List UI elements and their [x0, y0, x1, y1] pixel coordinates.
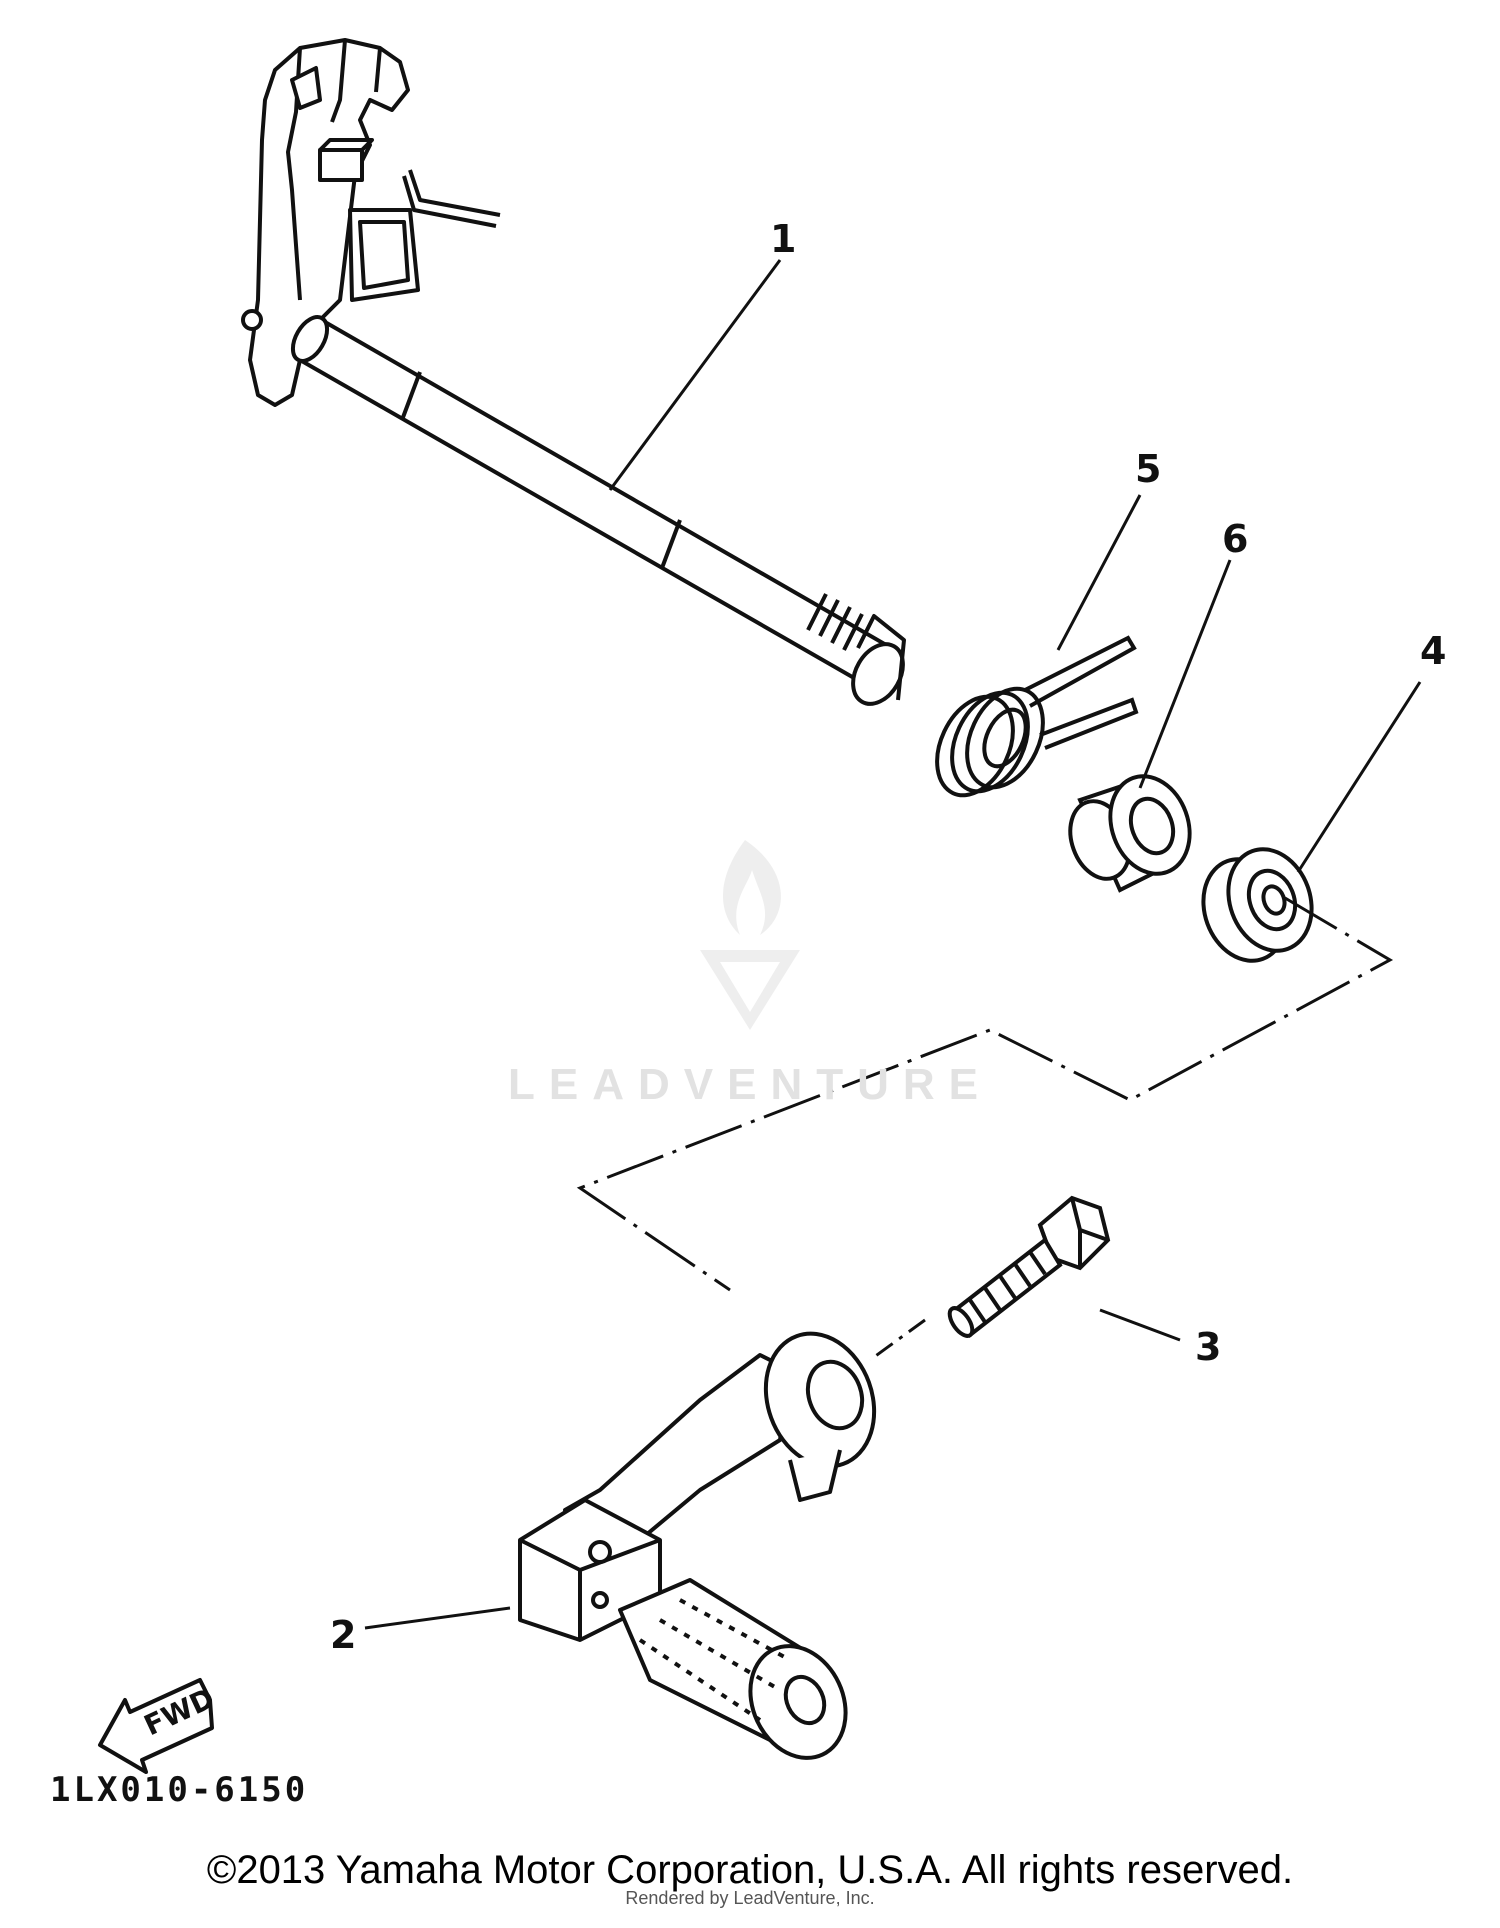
assembly-line-bolt [869, 1318, 926, 1362]
watermark-logo [700, 840, 800, 1030]
render-credit: Rendered by LeadVenture, Inc. [625, 1888, 875, 1908]
bolt [947, 1195, 1111, 1338]
callout-1: 1 [770, 217, 796, 261]
callout-5: 5 [1135, 447, 1161, 491]
callout-6: 6 [1222, 517, 1248, 561]
callout-4: 4 [1420, 629, 1446, 673]
collar [1068, 774, 1192, 893]
shift-shaft [241, 38, 906, 706]
callout-2: 2 [330, 1613, 356, 1657]
fwd-arrow: FWD [98, 1678, 219, 1774]
diagram-code: 1LX010-6150 [50, 1770, 309, 1810]
torsion-spring [935, 635, 1139, 798]
leader-lines [364, 259, 1422, 1630]
watermark-text: LEADVENTURE [507, 1060, 993, 1109]
assembly-line [576, 896, 1394, 1292]
copyright-notice: ©2013 Yamaha Motor Corporation, U.S.A. A… [206, 1848, 1294, 1892]
shift-pedal [518, 1331, 877, 1760]
oil-seal [1201, 847, 1314, 963]
callout-3: 3 [1195, 1325, 1221, 1369]
